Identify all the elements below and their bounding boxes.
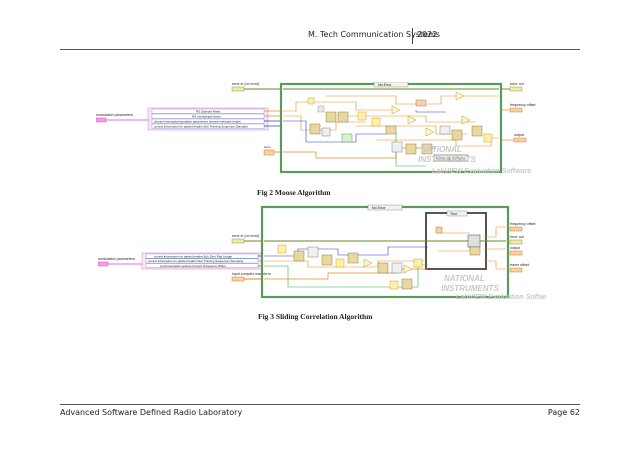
error-out-label: error out xyxy=(510,82,524,86)
page-number: Page 62 xyxy=(547,408,580,417)
case-label-2: No Error xyxy=(372,206,386,210)
input-complex-terminal xyxy=(231,276,245,282)
ramp-label: Ramp By Samples xyxy=(436,157,466,161)
header-separator xyxy=(412,28,413,44)
modulation-parameters-label: modulation parameters xyxy=(96,113,133,117)
figure-1-caption: Fig 2 Moose Algorithm xyxy=(257,188,331,197)
sliding-correlation-diagram: modulation parameters control informatio… xyxy=(98,204,546,301)
footer-left: Advanced Software Defined Radio Laborato… xyxy=(60,408,243,417)
frame-offset-terminal xyxy=(509,267,523,273)
true-case-selector[interactable] xyxy=(446,210,468,217)
watermark-line3: LabVIEW Evaluation Software xyxy=(432,168,531,175)
error-out-terminal xyxy=(509,86,523,92)
input-label: input xyxy=(264,145,271,149)
case-selector[interactable] xyxy=(373,82,409,88)
error-out-label-2: error out xyxy=(510,235,524,239)
modulation-parameters-label-2: modulation parameters xyxy=(98,257,135,261)
error-in-terminal-2 xyxy=(231,238,245,244)
param-1: RS oversample factor xyxy=(192,115,221,119)
input-terminal xyxy=(263,149,275,156)
output-terminal-2 xyxy=(509,250,523,256)
param2-2: synchronization options.Correct Frequenc… xyxy=(160,264,226,268)
true-label: True xyxy=(450,212,457,216)
param2-1: control information for packet header.Su… xyxy=(148,259,243,263)
moose-algorithm-diagram: modulation parameters RS [Sample Rate] R… xyxy=(96,82,536,175)
watermark2-line1: NATIONAL xyxy=(444,274,485,283)
frame-offset-label: frame offset xyxy=(510,263,529,267)
footer-rule xyxy=(60,404,580,405)
case-selector-2[interactable] xyxy=(367,204,403,211)
modulation-parameters-terminal-2 xyxy=(98,261,109,267)
header-title: M. Tech Communication Systems xyxy=(308,30,441,39)
frequency-offset-terminal-2 xyxy=(509,226,523,232)
ramp-by-samples-node[interactable] xyxy=(433,154,469,162)
frequency-offset-terminal xyxy=(509,107,523,113)
page-header: M. Tech Communication Systems 2022 xyxy=(0,28,638,44)
error-out-terminal-2 xyxy=(509,239,523,245)
figure-2-caption: Fig 3 Sliding Correlation Algorithm xyxy=(258,312,373,321)
watermark2-line3: LabVIEW Evaluation Software xyxy=(456,294,546,301)
header-rule xyxy=(60,49,580,50)
watermark-line2: INSTRUMENTS xyxy=(418,155,476,164)
param-2: channel estimation/equalizer parameters … xyxy=(154,120,241,124)
frequency-offset-label-2: frequency offset xyxy=(510,222,536,226)
modulation-parameters-terminal xyxy=(96,117,107,123)
frequency-offset-label: frequency offset xyxy=(510,103,536,107)
error-in-label: error in (no error) xyxy=(232,82,259,86)
input-complex-label: input complex waveform xyxy=(232,272,271,276)
param-3: control information for packet header.Su… xyxy=(154,125,248,129)
watermark-line1: NATIONAL xyxy=(421,145,462,154)
param2-0: control information for packet header.Su… xyxy=(154,254,232,258)
watermark2-line2: INSTRUMENTS xyxy=(441,284,499,293)
output-terminal xyxy=(513,137,527,143)
output-label: output xyxy=(514,133,524,137)
case-label: No Error xyxy=(378,83,392,87)
error-in-terminal xyxy=(231,86,245,92)
error-in-label-2: error in (no error) xyxy=(232,234,259,238)
output-label-2: output xyxy=(510,246,520,250)
header-year: 2022 xyxy=(417,30,438,39)
param-0: RS [Sample Rate] xyxy=(196,110,220,114)
